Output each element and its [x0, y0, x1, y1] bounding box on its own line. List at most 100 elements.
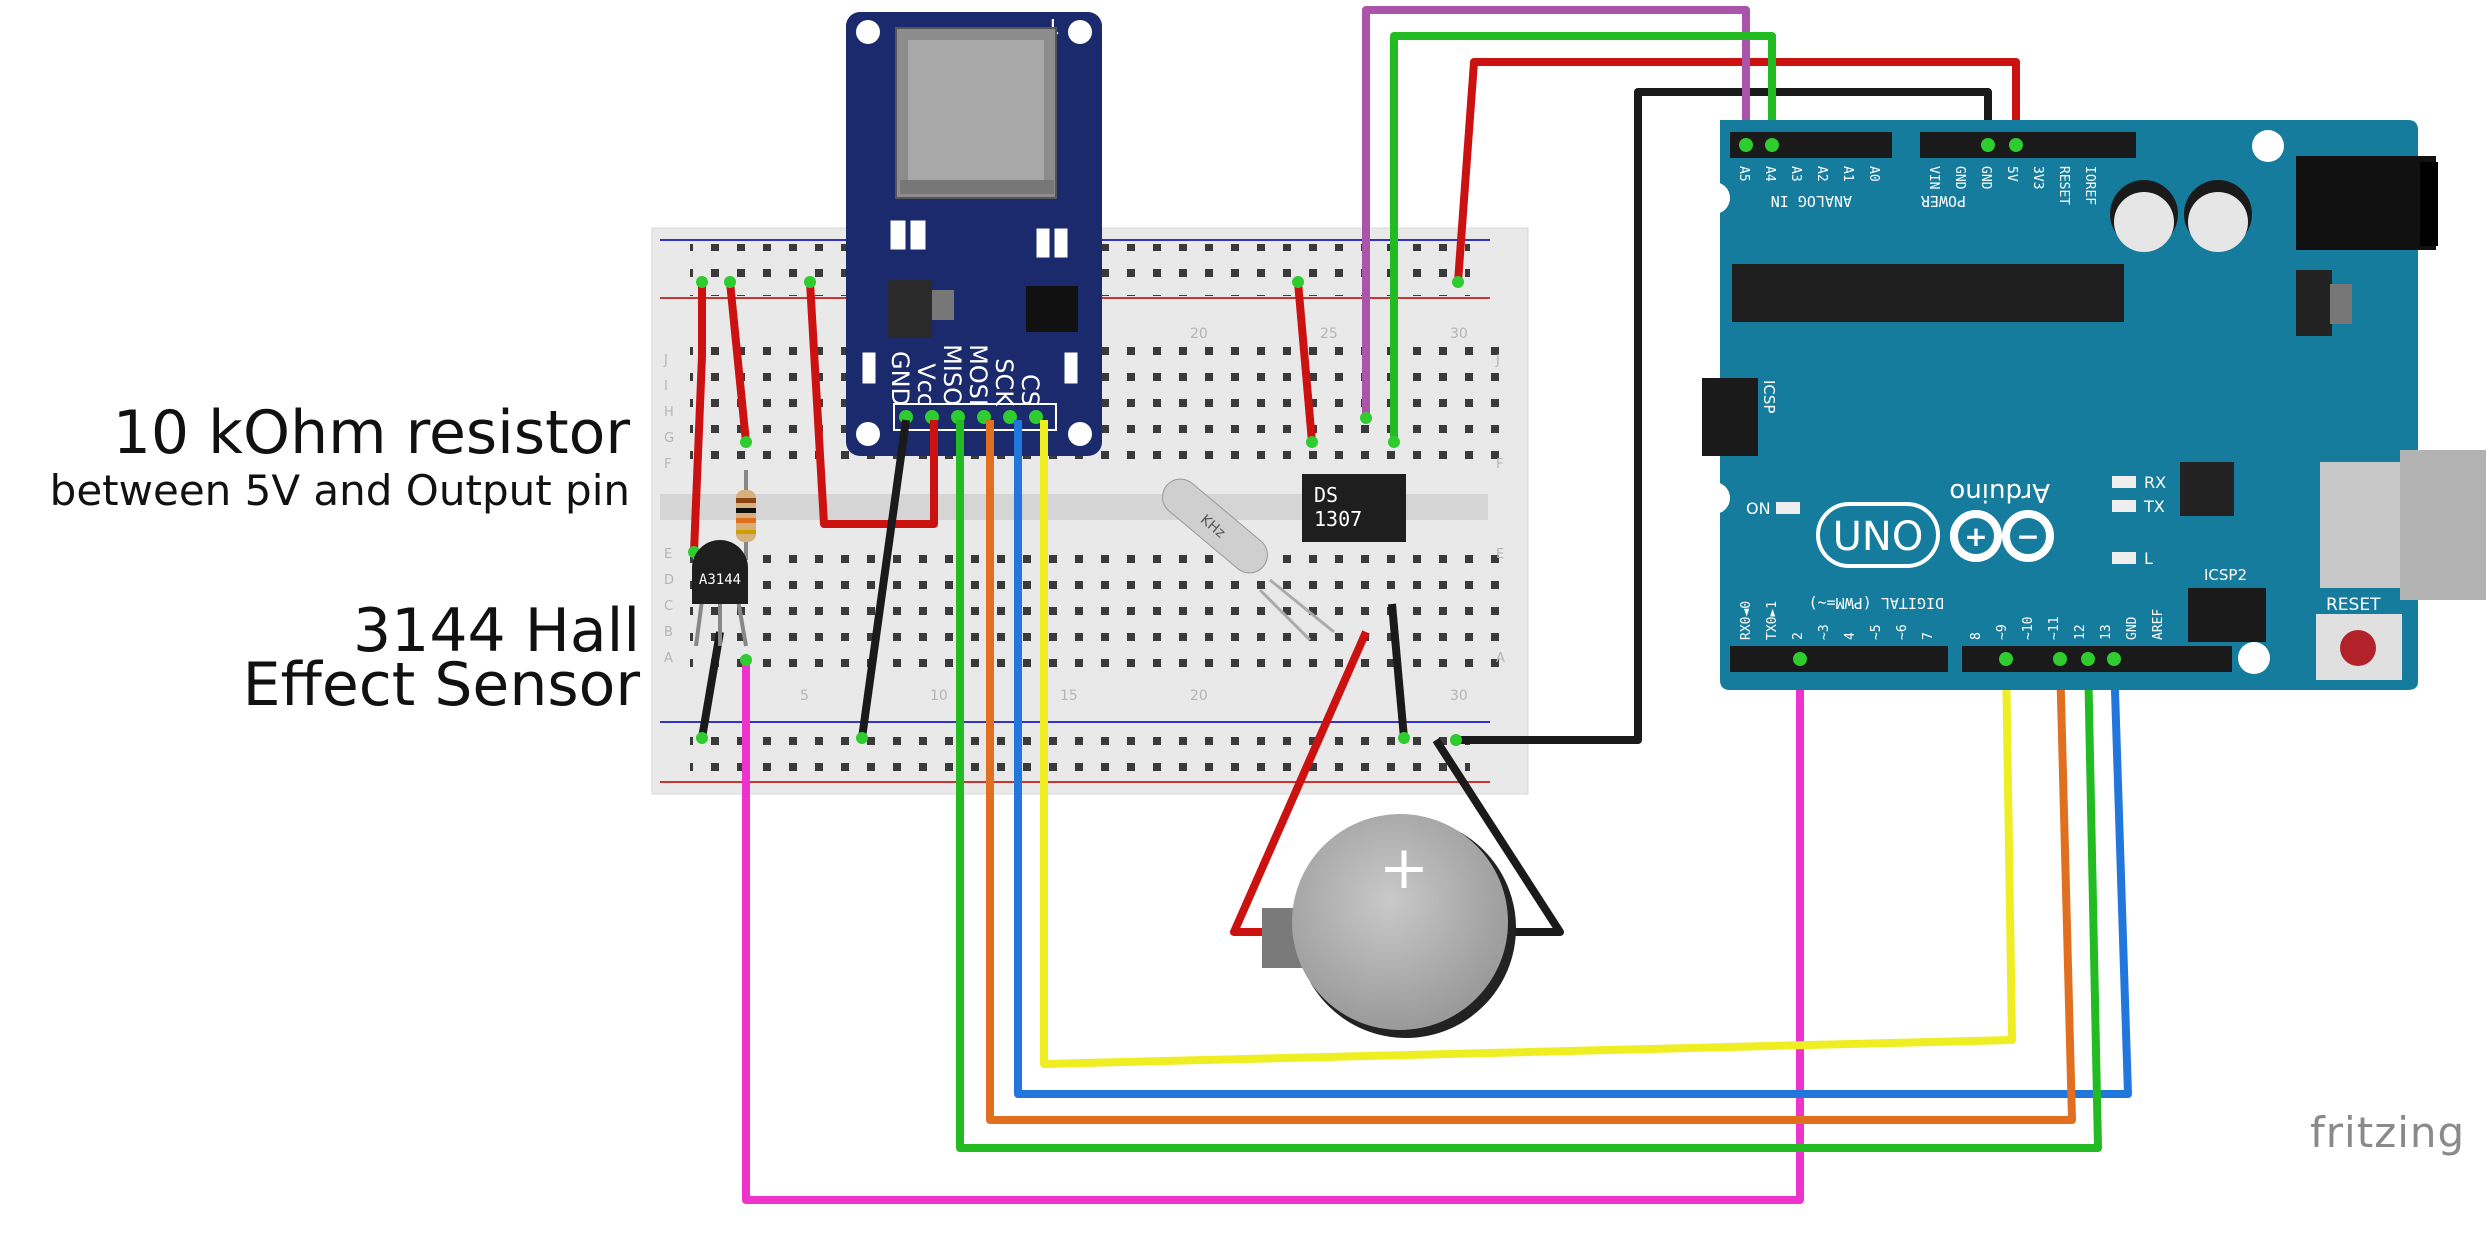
resistor-note: between 5V and Output pin: [49, 466, 630, 515]
row-letter: E: [664, 547, 672, 562]
power-pin-label: GND: [1952, 166, 1967, 190]
hall-sensor: A3144: [692, 540, 748, 647]
digital-pin-label: RX0◄0: [1739, 601, 1754, 640]
column-number: 30: [1450, 688, 1468, 704]
analog-pin-label: A4: [1762, 166, 1777, 182]
hall-sensor-label: A3144: [699, 572, 741, 588]
sd-pin-label: MOSI: [964, 344, 992, 406]
power-pin-label: 5V: [2004, 166, 2019, 182]
sd-pin-label: GND: [886, 351, 914, 406]
digital-pin-label: AREF: [2151, 609, 2166, 640]
minus-icon: −: [2016, 520, 2039, 553]
watermark: fritzing: [2310, 1108, 2466, 1157]
column-number: 10: [930, 688, 948, 704]
digital-pin-label: ~9: [1995, 624, 2010, 640]
row-letter: D: [664, 573, 674, 588]
column-number: 15: [1060, 688, 1078, 704]
row-letter: J: [663, 353, 668, 368]
arduino-infinity-logo: [1950, 510, 2054, 562]
digital-pin-label: 13: [2099, 624, 2114, 640]
led-l-label: L: [2144, 549, 2153, 568]
wire-magenta: [742, 660, 1804, 1204]
sd-pin-label: Vcc: [912, 363, 940, 406]
power-pin-label: VIN: [1926, 166, 1941, 189]
icsp2-label: ICSP2: [2204, 566, 2247, 584]
power-pin-label: RESET: [2056, 166, 2071, 205]
row-letter: F: [664, 457, 671, 472]
row-letter: C: [664, 599, 673, 614]
uno-logo: UNO: [1833, 514, 1924, 560]
rtc-chip-model: 1307: [1314, 507, 1362, 531]
plus-icon: +: [1379, 833, 1429, 903]
analog-section-label: ANALOG IN: [1771, 192, 1852, 210]
arduino-brand: Arduino: [1949, 477, 2050, 507]
wire-black: [698, 631, 724, 739]
digital-pin-label: 7: [1921, 632, 1936, 640]
digital-pin-label: 12: [2073, 624, 2088, 640]
wire-green: [1390, 32, 1776, 442]
power-pin-label: GND: [1978, 166, 1993, 190]
wire-red: [806, 281, 938, 528]
crystal: KHz: [1162, 478, 1335, 642]
wires: [690, 6, 2132, 1204]
digital-pin-label: ~11: [2047, 617, 2062, 640]
wire-green: [956, 420, 2102, 1152]
digital-pin-label: GND: [2125, 616, 2140, 640]
analog-pin-label: A2: [1814, 166, 1829, 182]
analog-pin-label: A3: [1788, 166, 1803, 182]
resistor: [736, 470, 756, 560]
digital-pin-label: 8: [1969, 632, 1984, 640]
arduino-uno: RESET ICSP ICSP2 RX TX L ON: [1698, 120, 2486, 690]
row-letter: E: [1496, 547, 1504, 562]
sensor-title: 3144 Hall: [353, 596, 640, 666]
row-letter: A: [664, 651, 673, 666]
column-number: 20: [1190, 326, 1208, 342]
digital-pin-label: 4: [1843, 632, 1858, 640]
analog-pin-label: A5: [1736, 166, 1751, 182]
reset-label: RESET: [2326, 595, 2381, 615]
row-letter: H: [664, 405, 674, 420]
digital-pin-label: ~5: [1869, 624, 1884, 640]
wire-orange: [986, 420, 2076, 1124]
power-pin-label: 3V3: [2030, 166, 2045, 189]
wire-red: [690, 282, 706, 553]
wire-red: [1294, 281, 1316, 443]
wire-black: [858, 419, 910, 739]
sd-pin-label: MISO: [938, 344, 966, 406]
wire-black: [1456, 88, 1992, 744]
digital-pin-label: TX0►1: [1765, 601, 1780, 640]
sd-card-module: ↓ GND Vcc MISO MOSI SCK CS: [846, 12, 1102, 456]
column-number: 25: [1320, 326, 1338, 342]
wire-black: [1432, 737, 1564, 936]
digital-pin-label: ~6: [1895, 624, 1910, 640]
resistor-title: 10 kOhm resistor: [112, 398, 630, 468]
wire-red: [726, 281, 750, 443]
wire-blue: [1014, 420, 2132, 1098]
row-letter: A: [1496, 651, 1505, 666]
row-letter: B: [664, 625, 673, 640]
column-number: 30: [1450, 326, 1468, 342]
led-rx-label: RX: [2144, 473, 2166, 492]
digital-pin-label: ~10: [2021, 617, 2036, 640]
led-on-label: ON: [1746, 499, 1771, 518]
column-number: 20: [1190, 688, 1208, 704]
digital-section-label: DIGITAL (PWM=~): [1809, 594, 1944, 612]
digital-pin-label: 2: [1791, 632, 1806, 640]
icsp-label: ICSP: [1760, 380, 1778, 413]
sd-pin-label: CS: [1016, 374, 1044, 406]
coin-cell-battery: +: [1262, 814, 1516, 1038]
column-number: 5: [800, 688, 809, 704]
led-tx-label: TX: [2143, 497, 2165, 516]
row-letter: F: [1496, 457, 1503, 472]
analog-pin-label: A1: [1840, 166, 1855, 182]
power-section-label: POWER: [1920, 192, 1966, 210]
wire-purple: [1362, 6, 1750, 418]
rtc-chip-label: DS: [1314, 483, 1338, 507]
wire-yellow: [1040, 420, 2016, 1068]
plus-icon: +: [1964, 520, 1987, 553]
analog-pin-label: A0: [1866, 166, 1881, 182]
row-letter: J: [1495, 353, 1500, 368]
wire-black: [1388, 603, 1408, 739]
power-pin-label: IOREF: [2082, 166, 2097, 205]
digital-pin-label: ~3: [1817, 624, 1832, 640]
